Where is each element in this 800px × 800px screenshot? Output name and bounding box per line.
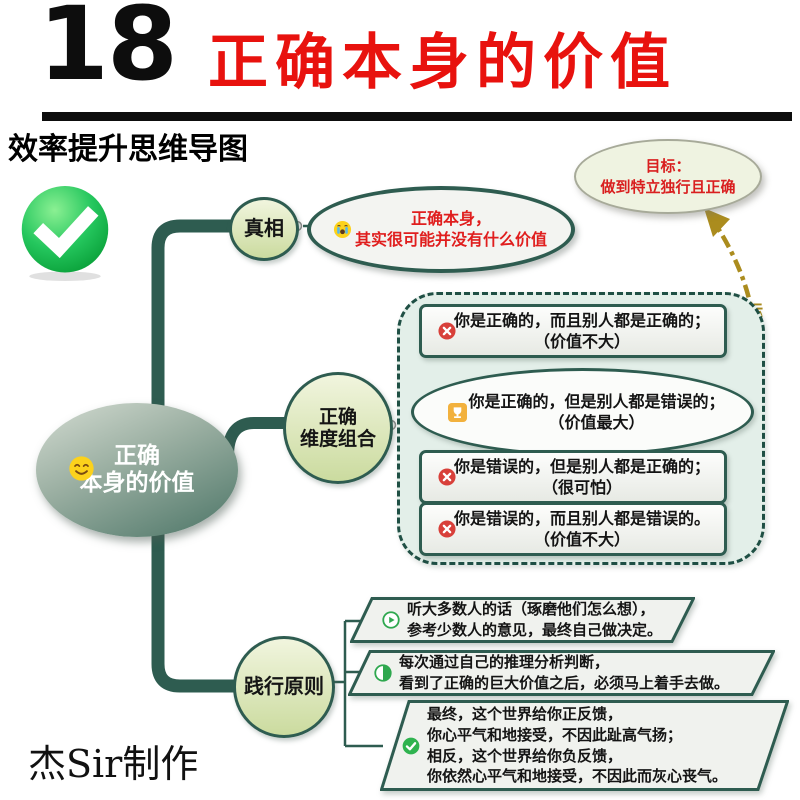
header-divider	[42, 112, 792, 121]
practice-3-line4: 你依然心平气和地接受，不因此而灰心丧气。	[427, 767, 728, 786]
truth-bubble-line1: 正确本身，	[410, 208, 491, 228]
practice-3-line2: 你心平气和地接受，不因此趾高气扬；	[427, 725, 683, 744]
practice-3-line3: 相反，这个世界给你负反馈，	[427, 746, 623, 765]
page-title: 正确本身的价值	[208, 28, 677, 98]
goal-line1: 目标：	[645, 157, 691, 176]
check-circle-icon	[402, 737, 420, 754]
combo-item-3-line2: （很可怕）	[541, 478, 622, 497]
combo-item-1-line2: （价值不大）	[533, 332, 630, 351]
combo-item-2-line1: 你是正确的，但是别人都是错误的；	[468, 391, 725, 411]
practice-item-2[interactable]: 每次通过自己的推理分析判断， 看到了正确的巨大价值之后，必须马上着手去做。	[348, 650, 775, 696]
combo-node[interactable]: 正确 维度组合	[283, 372, 393, 484]
goal-node[interactable]: 目标： 做到特立独行且正确	[574, 139, 762, 214]
credit-text: 杰Sir制作	[28, 742, 199, 786]
smiling-face-icon	[69, 456, 94, 481]
truth-bubble[interactable]: 正确本身， 其实很可能并没有什么价值	[307, 186, 575, 273]
practice-3-line1: 最终，这个世界给你正反馈，	[427, 705, 623, 724]
central-topic-line1: 正确	[114, 442, 160, 469]
combo-label-line1: 正确	[318, 405, 357, 428]
cross-mark-icon	[438, 520, 456, 538]
play-circle-icon	[382, 611, 400, 629]
combo-item-2-line2: （价值最大）	[548, 413, 645, 432]
combo-item-2-best[interactable]: 你是正确的，但是别人都是错误的； （价值最大）	[411, 368, 754, 456]
parallelogram-shape	[348, 650, 775, 696]
practice-2-line2: 看到了正确的巨大价值之后，必须马上着手去做。	[399, 674, 730, 692]
truth-node[interactable]: 真相	[229, 197, 299, 261]
crying-face-icon	[333, 220, 352, 239]
page-subtitle: 效率提升思维导图	[8, 132, 248, 167]
practice-2-line1: 每次通过自己的推理分析判断，	[399, 653, 610, 672]
combo-item-4-line2: （价值不大）	[533, 530, 630, 549]
parallelogram-shape	[350, 597, 695, 643]
half-progress-circle-icon	[374, 664, 392, 682]
combo-label-line2: 维度组合	[299, 428, 376, 450]
practice-label: 践行原则	[244, 674, 324, 699]
practice-1-line2: 参考少数人的意见，最终自己做决定。	[407, 621, 663, 639]
central-topic-node[interactable]: 正确 本身的价值	[36, 403, 238, 537]
trophy-icon	[448, 403, 467, 422]
combo-item-3[interactable]: 你是错误的，但是别人都是正确的； （很可怕）	[419, 450, 727, 504]
truth-bubble-line2: 其实很可能并没有什么价值	[354, 229, 547, 249]
combo-item-4[interactable]: 你是错误的，而且别人都是错误的。 （价值不大）	[419, 502, 727, 556]
practice-item-1[interactable]: 听大多数人的话（琢磨他们怎么想）， 参考少数人的意见，最终自己做决定。	[350, 597, 695, 643]
central-topic-line2: 本身的价值	[79, 470, 195, 496]
truth-label: 真相	[244, 216, 284, 241]
cross-mark-icon	[438, 468, 456, 486]
combo-item-3-line1: 你是错误的，但是别人都是正确的；	[453, 456, 710, 476]
practice-item-3[interactable]: 最终，这个世界给你正反馈， 你心平气和地接受，不因此趾高气扬； 相反，这个世界给…	[380, 700, 789, 791]
parallelogram-shape	[380, 700, 789, 791]
combo-item-1[interactable]: 你是正确的，而且别人都是正确的； （价值不大）	[419, 304, 727, 358]
lesson-number: 18	[38, 0, 178, 104]
cross-mark-icon	[438, 322, 456, 340]
goal-arrowhead	[704, 208, 730, 237]
combo-item-4-line1: 你是错误的，而且别人都是错误的。	[453, 508, 710, 528]
combo-item-1-line1: 你是正确的，而且别人都是正确的；	[453, 310, 710, 330]
practice-node[interactable]: 践行原则	[233, 636, 335, 738]
goal-line2: 做到特立独行且正确	[600, 177, 736, 196]
green-checkmark-badge-icon	[21, 186, 109, 281]
practice-1-line1: 听大多数人的话（琢磨他们怎么想），	[407, 600, 655, 619]
